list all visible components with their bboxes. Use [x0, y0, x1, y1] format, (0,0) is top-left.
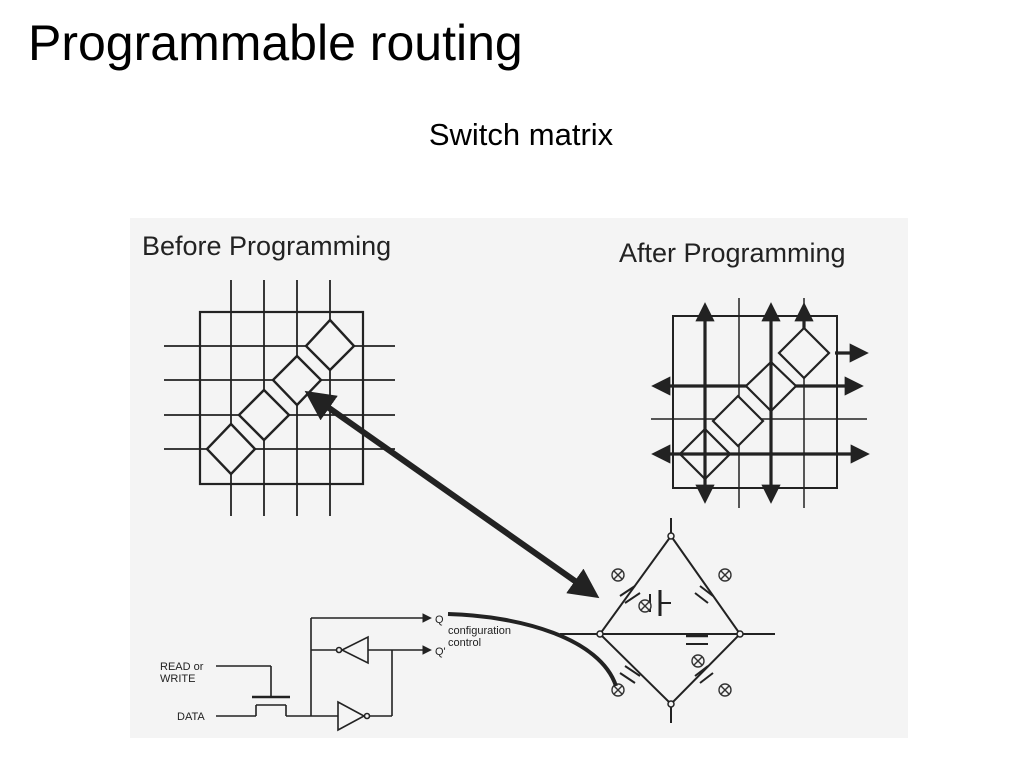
slide-title: Programmable routing: [28, 15, 523, 71]
correspondence-arrow: [304, 390, 600, 599]
read-or-label: READ or: [160, 661, 204, 673]
switch-terminal-circles: [611, 568, 732, 697]
slide-subtitle: Switch matrix: [428, 117, 614, 152]
write-label: WRITE: [160, 673, 195, 685]
switch-diamond: [271, 354, 323, 407]
switch-diamond: [304, 318, 356, 372]
pass-transistor-switch: [560, 518, 775, 723]
data-label: DATA: [177, 711, 205, 723]
switch-diamond: [237, 388, 291, 442]
after-switch-diamonds: [678, 326, 831, 481]
terminal-circle: [718, 568, 732, 582]
terminal-circle: [611, 568, 625, 582]
control-label: control: [448, 637, 481, 649]
before-programming-heading: Before Programming: [142, 231, 391, 261]
q-output-label: Q: [435, 614, 444, 626]
after-programming-heading: After Programming: [619, 238, 846, 268]
switch-diamond: [205, 422, 257, 476]
memory-cell-circuit: [216, 613, 432, 732]
before-switch-diamonds: [205, 318, 356, 476]
configuration-control-wire: [447, 612, 618, 687]
after-grid: [651, 298, 870, 508]
terminal-circle: [638, 599, 652, 613]
terminal-circle: [691, 654, 705, 668]
switch-matrix-figure: Before Programming After Programming: [130, 218, 908, 738]
q-bar-output-label: Q': [435, 646, 446, 658]
switch-diamond: [777, 326, 831, 380]
terminal-circle: [718, 683, 732, 697]
configuration-label: configuration: [448, 625, 511, 637]
terminal-circle: [611, 683, 625, 697]
routed-paths: [680, 362, 773, 479]
switch-diamond: [711, 394, 765, 448]
switch-matrix-diagram: Before Programming After Programming: [142, 231, 870, 732]
before-grid: [164, 280, 395, 516]
